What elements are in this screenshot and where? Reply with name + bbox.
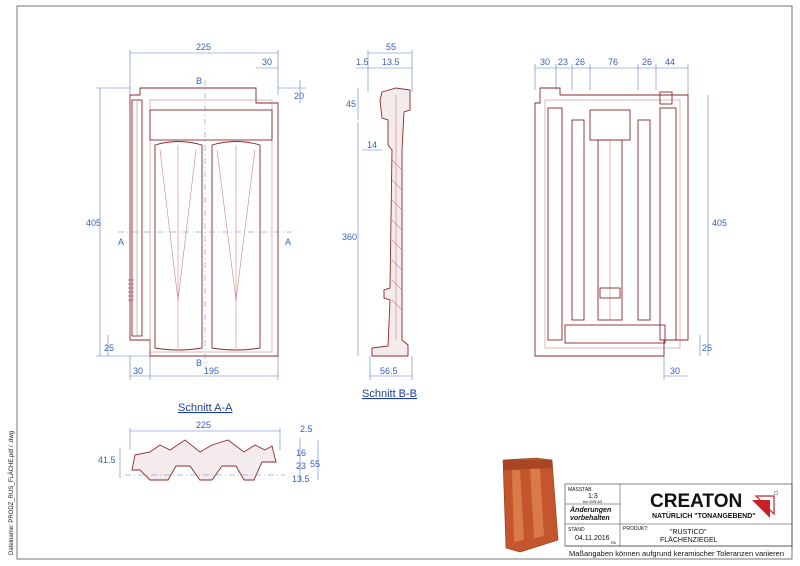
dim-back-bottom-right: 25 xyxy=(702,343,712,353)
dim-bottom-width: 195 xyxy=(204,366,219,376)
dim-back-t3: 26 xyxy=(575,57,585,67)
dim-bottom-left-w: 30 xyxy=(133,366,143,376)
brand-slogan: NATÜRLICH "TONANGEBEND" xyxy=(652,511,756,520)
aenderungen-line2: vorbehalten xyxy=(570,515,610,522)
dim-height-left: 405 xyxy=(86,218,101,228)
section-mark-a-right: A xyxy=(285,237,291,247)
produkt-line2: FLÄCHENZIEGEL xyxy=(660,536,718,544)
stand-value: 04.11.2016 xyxy=(575,535,610,542)
stand-initials: Rk xyxy=(611,540,616,545)
dim-back-t5: 26 xyxy=(642,57,652,67)
dim-bottom-left: 25 xyxy=(104,343,114,353)
section-mark-b-bottom: B xyxy=(196,358,202,368)
dim-bb-top-a: 1.5 xyxy=(356,57,369,67)
dim-aa-r2: 16 xyxy=(296,448,306,458)
section-aa-title: Schnitt A-A xyxy=(178,402,233,414)
section-aa: Schnitt A-A 225 41.5 2.5 16 23 13.5 55 xyxy=(98,402,320,484)
massstab-value: 1:3 xyxy=(588,493,598,500)
dim-aa-r4: 13.5 xyxy=(292,474,310,484)
dim-back-height-right: 405 xyxy=(712,218,727,228)
massstab-note: bei DIN A3 xyxy=(583,499,603,504)
aenderungen-line1: Änderungen xyxy=(569,506,611,514)
dim-aa-r3: 23 xyxy=(296,461,306,471)
dim-bb-left-main: 360 xyxy=(342,232,357,242)
dim-bb-inner: 14 xyxy=(367,140,377,150)
title-block: MASSTAB 1:3 bei DIN A3 Änderungen vorbeh… xyxy=(497,454,793,558)
dim-width-top: 225 xyxy=(196,42,211,52)
section-mark-b-top: B xyxy=(196,76,202,86)
front-view: 225 30 20 405 25 30 195 xyxy=(86,42,306,380)
dim-bb-top-b: 13.5 xyxy=(382,57,400,67)
stand-label: STAND xyxy=(568,527,585,533)
section-mark-a-left: A xyxy=(118,237,124,247)
dim-right-small: 20 xyxy=(294,91,304,101)
sheet-border xyxy=(16,5,793,560)
massstab-label: MASSTAB xyxy=(568,487,592,493)
dim-back-t4: 76 xyxy=(608,57,618,67)
dim-aa-left: 41.5 xyxy=(98,455,116,465)
brand-mark-icon xyxy=(752,490,779,518)
dim-aa-r-total: 55 xyxy=(310,459,320,469)
dim-bb-top-width: 55 xyxy=(386,42,396,52)
dim-aa-r1: 2.5 xyxy=(300,424,313,434)
product-photo xyxy=(497,454,565,558)
produkt-label: PRODUKT: xyxy=(623,526,648,532)
dim-back-bottom-right-w: 30 xyxy=(670,366,680,376)
back-view: 30 23 26 76 26 44 405 25 30 xyxy=(534,57,727,380)
dim-back-t1: 30 xyxy=(540,57,550,67)
dim-top-right: 30 xyxy=(262,57,272,67)
produkt-line1: "RUSTICO" xyxy=(670,529,707,536)
dim-aa-width: 225 xyxy=(196,420,211,430)
file-name-text: Dateiname: PRODZ_RUS_FLÄCHE.pdf / .dwg xyxy=(8,431,15,555)
dim-bb-bottom-width: 56.5 xyxy=(380,366,398,376)
dim-back-t6: 44 xyxy=(665,57,675,67)
disclaimer-text: Maßangaben können aufgrund keramischer T… xyxy=(569,549,784,558)
dim-back-t2: 23 xyxy=(558,57,568,67)
section-bb-title: Schnitt B-B xyxy=(362,388,417,400)
brand-logo-text: CREATON xyxy=(650,491,742,512)
dim-bb-left-upper: 45 xyxy=(346,99,356,109)
section-bb: 55 1.5 13.5 45 14 360 56.5 Schnitt B-B xyxy=(342,42,417,400)
